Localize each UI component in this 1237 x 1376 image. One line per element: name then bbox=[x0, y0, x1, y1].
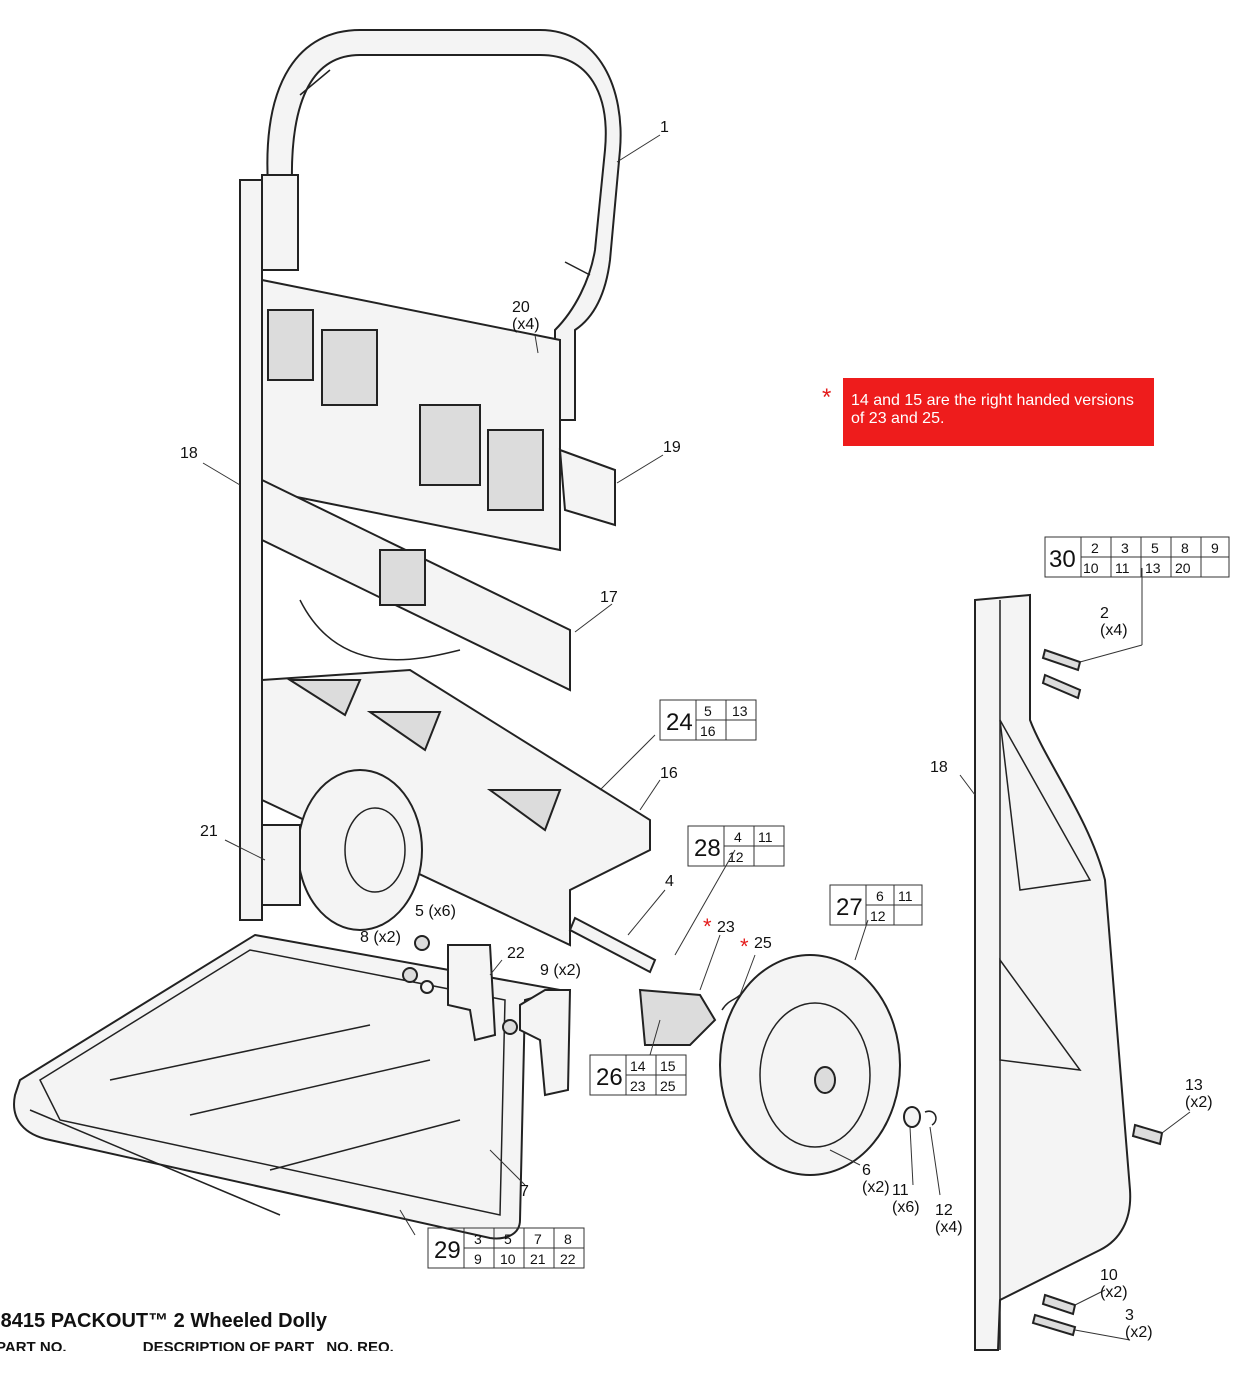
rear-wheel-part bbox=[297, 769, 423, 931]
bolt-2b-part bbox=[1041, 673, 1082, 700]
nut-8-part bbox=[402, 967, 418, 983]
col-part-no: PART NO. bbox=[0, 1339, 67, 1351]
note-star: * bbox=[822, 384, 832, 411]
bolt-2a-part bbox=[1041, 648, 1082, 672]
side-view-frame-part bbox=[974, 593, 1132, 1351]
bracket-21-part bbox=[261, 824, 301, 906]
bolt-13-part bbox=[1131, 1123, 1164, 1146]
handle-part bbox=[266, 29, 622, 421]
col-description: DESCRIPTION OF PART bbox=[142, 1339, 315, 1351]
nut-9-part bbox=[502, 1019, 518, 1035]
bracket-22-part bbox=[447, 944, 497, 1042]
washer-11-part bbox=[903, 1106, 921, 1128]
axle-part bbox=[568, 916, 657, 974]
bracket-9-part bbox=[519, 989, 572, 1097]
right-hand-note: 14 and 15 are the right handed versions … bbox=[843, 378, 1154, 446]
upper-tray-part bbox=[261, 278, 616, 552]
col-no-req: NO. REQ. bbox=[326, 1339, 394, 1351]
bolt-10-part bbox=[1041, 1293, 1077, 1316]
clip-12-part bbox=[924, 1110, 937, 1126]
page-title: -8415 PACKOUT™ 2 Wheeled Dolly bbox=[0, 1310, 328, 1332]
middle-crossbar-part bbox=[261, 478, 571, 692]
foot-plate-part bbox=[13, 933, 561, 1240]
nut-5-part bbox=[414, 935, 430, 951]
wheel-6-part bbox=[719, 954, 901, 1176]
lower-box-part bbox=[261, 668, 651, 947]
parts-table-header: PART NO. DESCRIPTION OF PART NO. REQ. bbox=[0, 1339, 700, 1351]
footer: -8415 PACKOUT™ 2 Wheeled Dolly PART NO. … bbox=[0, 1310, 700, 1351]
washer-8-part bbox=[420, 980, 434, 994]
bolt-3-part bbox=[1031, 1313, 1077, 1337]
brake-pedal-23-part bbox=[638, 988, 717, 1046]
